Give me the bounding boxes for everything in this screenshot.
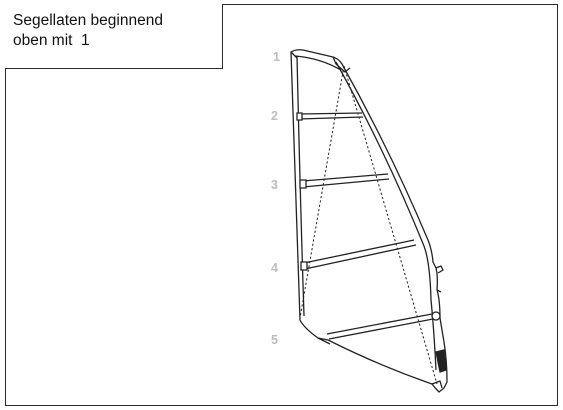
caption-line-2: oben mit 1: [13, 32, 90, 49]
batten-number-5: 5: [271, 333, 278, 347]
batten-number-4: 4: [271, 261, 278, 275]
batten-4: [300, 239, 417, 271]
batten-number-1: 1: [273, 50, 280, 64]
batten-number-3: 3: [271, 178, 278, 192]
figure-frame: [5, 4, 558, 406]
caption-box: Segellaten beginnend oben mit 1: [5, 4, 223, 69]
batten-number-2: 2: [271, 109, 278, 123]
head-cap: [294, 55, 342, 71]
caption-line-1: Segellaten beginnend: [13, 12, 163, 29]
batten-2: [296, 112, 364, 121]
batten-3: [299, 173, 390, 189]
batten-5: [326, 313, 434, 340]
dotted-lines: [299, 65, 438, 385]
sail-outline: [290, 49, 448, 393]
battens: [296, 112, 434, 340]
